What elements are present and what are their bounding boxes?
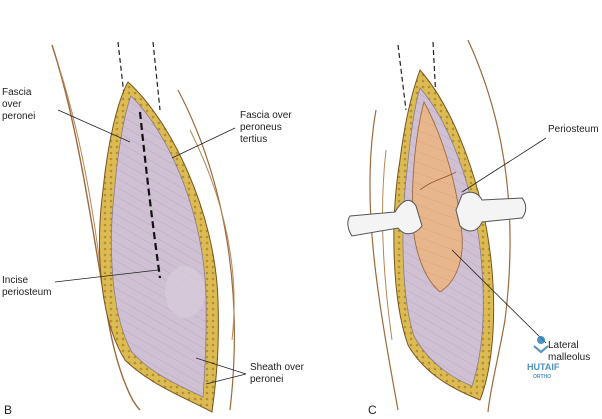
skin-outline-right-c	[467, 39, 511, 413]
logo-figure-icon	[537, 336, 545, 344]
malleolus-bulge	[165, 266, 205, 318]
incision-extension-left-c	[397, 44, 407, 111]
hutaif-logo-watermark: HUTAIF ORTHO	[527, 336, 560, 380]
leader-lateral-malleolus	[451, 249, 547, 344]
leader-incise-periosteum	[54, 269, 159, 283]
leader-fascia-over-peronei	[57, 109, 131, 143]
retractor-right	[455, 191, 527, 232]
logo-sub: ORTHO	[533, 374, 551, 380]
exposed-fibula-bone	[412, 100, 463, 293]
skin-outline-left-inner	[59, 69, 105, 301]
skin-outline-right-2	[189, 129, 235, 341]
fascia-surface	[111, 95, 207, 398]
skin-outline-right	[177, 89, 235, 411]
leader-periosteum	[461, 137, 547, 193]
label-lateral-malleolus: Lateral malleolus	[548, 340, 590, 363]
retractor-left	[347, 199, 423, 237]
logo-name: HUTAIF	[527, 362, 560, 372]
panel-letter-b: B	[4, 403, 12, 417]
incision-extension-right	[152, 41, 161, 111]
panel-b-illustration: Fascia over peronei Fascia over peroneus…	[2, 41, 307, 417]
label-incise-periosteum: Incise periosteum	[2, 275, 51, 298]
leader-sheath-2	[205, 373, 247, 385]
label-fascia-over-peronei: Fascia over peronei	[2, 87, 35, 122]
periosteum-incision-line	[138, 111, 162, 279]
skin-outline-left-c-2	[381, 149, 393, 341]
label-fascia-over-peroneus-tertius: Fascia over peroneus tertius	[240, 110, 294, 145]
panel-letter-c: C	[368, 403, 377, 417]
label-periosteum: Periosteum	[548, 124, 599, 135]
leader-sheath-1	[195, 357, 247, 375]
bone-crack-line	[419, 171, 457, 191]
leader-fascia-over-peroneus-tertius	[171, 127, 236, 159]
label-sheath-over-peronei: Sheath over peronei	[250, 362, 307, 385]
panel-c-illustration: Periosteum Lateral malleolus C HUTAIF OR…	[347, 39, 599, 417]
skin-outline-left-c	[369, 109, 399, 411]
incision-extension-left	[117, 41, 125, 96]
